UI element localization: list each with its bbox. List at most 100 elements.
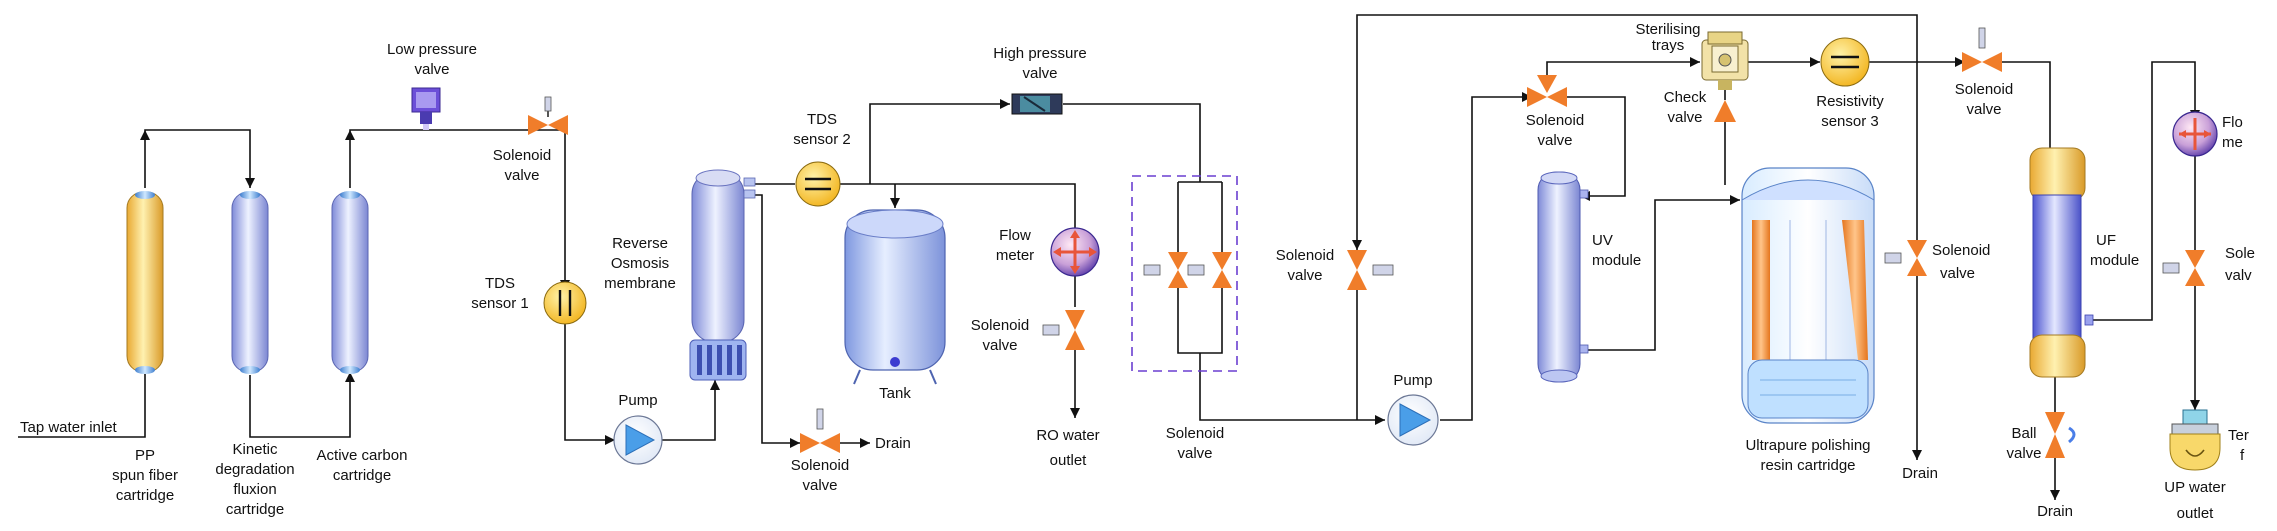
pp-cartridge-label-2: spun fiber (112, 467, 178, 484)
solenoid-8-label-1: Solenoid (1955, 81, 2013, 98)
uv-module (1537, 171, 1589, 383)
ball-valve-label-1: Ball (2011, 425, 2036, 442)
solenoid-valve-1 (528, 96, 568, 135)
uf-label-1: UF (2096, 232, 2116, 249)
ro-outlet-label-2: outlet (1050, 452, 1088, 469)
flow-meter-2 (2172, 111, 2218, 157)
solenoid-4-label-2: valve (1177, 445, 1212, 462)
tds1-label-1: TDS (485, 275, 515, 292)
kinetic-label-2: degradation (215, 461, 294, 478)
solenoid-9-label-2: valv (2225, 267, 2252, 284)
solenoid-1-label-1: Solenoid (493, 147, 551, 164)
solenoid-2-label-1: Solenoid (971, 317, 1029, 334)
active-carbon-cartridge (331, 191, 369, 374)
sterilising-trays (1701, 31, 1749, 90)
solenoid-5-label-2: valve (1287, 267, 1322, 284)
tds-sensor-1 (543, 281, 587, 325)
tds2-label-1: TDS (807, 111, 837, 128)
solenoid-valve-5 (1347, 250, 1394, 290)
high-pressure-valve (1011, 93, 1063, 115)
kinetic-label-4: cartridge (226, 501, 284, 518)
solenoid-6-label-2: valve (1537, 132, 1572, 149)
pp-spun-fiber-cartridge (126, 191, 164, 374)
ultrapure-label-2: resin cartridge (1760, 457, 1855, 474)
solenoid-5-label-1: Solenoid (1276, 247, 1334, 264)
ultrapure-label-1: Ultrapure polishing (1745, 437, 1870, 454)
solenoid-valve-7 (1884, 240, 1927, 276)
solenoid-7-label-1: Solenoid (1932, 242, 1990, 259)
ro-label-3: membrane (604, 275, 676, 292)
ball-valve (2045, 412, 2076, 458)
uv-label-1: UV (1592, 232, 1613, 249)
pump2-label: Pump (1393, 372, 1432, 389)
flow-meter-1 (1050, 227, 1100, 277)
ro-label-1: Reverse (612, 235, 668, 252)
flow-meter-1-label-2: meter (996, 247, 1034, 264)
sterilising-label-1: Sterilising (1635, 21, 1700, 38)
bypass-box (1131, 175, 1238, 372)
solenoid-3-label-2: valve (802, 477, 837, 494)
flow-meter-2-label-1: Flo (2222, 114, 2243, 131)
drain-1-label: Drain (875, 435, 911, 452)
low-pressure-valve (411, 87, 441, 130)
solenoid-8-label-2: valve (1966, 101, 2001, 118)
flow-meter-2-label-2: me (2222, 134, 2243, 151)
reverse-osmosis-membrane (689, 169, 756, 381)
solenoid-6-label-1: Solenoid (1526, 112, 1584, 129)
tds-sensor-2 (795, 161, 841, 207)
tds1-label-2: sensor 1 (471, 295, 529, 312)
solenoid-2-label-2: valve (982, 337, 1017, 354)
up-outlet-label-2: outlet (2177, 505, 2215, 522)
uv-label-2: module (1592, 252, 1641, 269)
pp-cartridge-label-3: cartridge (116, 487, 174, 504)
ball-valve-label-2: valve (2006, 445, 2041, 462)
active-carbon-label-1: Active carbon (317, 447, 408, 464)
solenoid-valve-9 (2162, 250, 2205, 286)
resistivity-label-1: Resistivity (1816, 93, 1884, 110)
ro-outlet-label-1: RO water (1036, 427, 1099, 444)
pp-cartridge-label-1: PP (135, 447, 155, 464)
up-outlet-label-1: UP water (2164, 479, 2225, 496)
tank (844, 209, 946, 385)
resistivity-label-2: sensor 3 (1821, 113, 1879, 130)
resistivity-sensor-3 (1820, 37, 1870, 87)
ro-label-2: Osmosis (611, 255, 669, 272)
kinetic-label-1: Kinetic (232, 441, 278, 458)
kinetic-label-3: fluxion (233, 481, 276, 498)
sterilising-label-2: trays (1652, 37, 1685, 54)
check-valve (1714, 100, 1736, 122)
solenoid-valve-6 (1527, 75, 1567, 107)
solenoid-valve-4b (1187, 252, 1232, 288)
active-carbon-label-2: cartridge (333, 467, 391, 484)
solenoid-valve-3 (800, 408, 840, 453)
drain-3-label: Drain (2037, 503, 2073, 520)
terminal-label-2: f (2240, 447, 2245, 464)
uf-label-2: module (2090, 252, 2139, 269)
pump-2 (1387, 394, 1439, 446)
check-valve-label-2: valve (1667, 109, 1702, 126)
tap-water-inlet-label: Tap water inlet (20, 419, 118, 436)
solenoid-9-label-1: Sole (2225, 245, 2255, 262)
solenoid-valve-4a (1143, 252, 1188, 288)
solenoid-3-label-1: Solenoid (791, 457, 849, 474)
solenoid-7-label-2: valve (1940, 265, 1975, 282)
solenoid-valve-2 (1042, 310, 1085, 350)
kinetic-degradation-cartridge (231, 191, 269, 374)
ultrapure-resin-cartridge (1741, 167, 1875, 424)
high-pressure-label-2: valve (1022, 65, 1057, 82)
pump1-label: Pump (618, 392, 657, 409)
labels: Tap water inlet PP spun fiber cartridge … (20, 21, 2255, 522)
pump-1 (613, 415, 663, 465)
uf-module (2029, 147, 2094, 378)
solenoid-valve-8 (1962, 27, 2002, 72)
solenoid-1-label-2: valve (504, 167, 539, 184)
solenoid-4-label-1: Solenoid (1166, 425, 1224, 442)
flow-meter-1-label-1: Flow (999, 227, 1031, 244)
terminal-label-1: Ter (2228, 427, 2249, 444)
low-pressure-label-2: valve (414, 61, 449, 78)
tds2-label-2: sensor 2 (793, 131, 851, 148)
drain-2-label: Drain (1902, 465, 1938, 482)
tank-label: Tank (879, 385, 911, 402)
terminal-filter (2169, 409, 2221, 471)
